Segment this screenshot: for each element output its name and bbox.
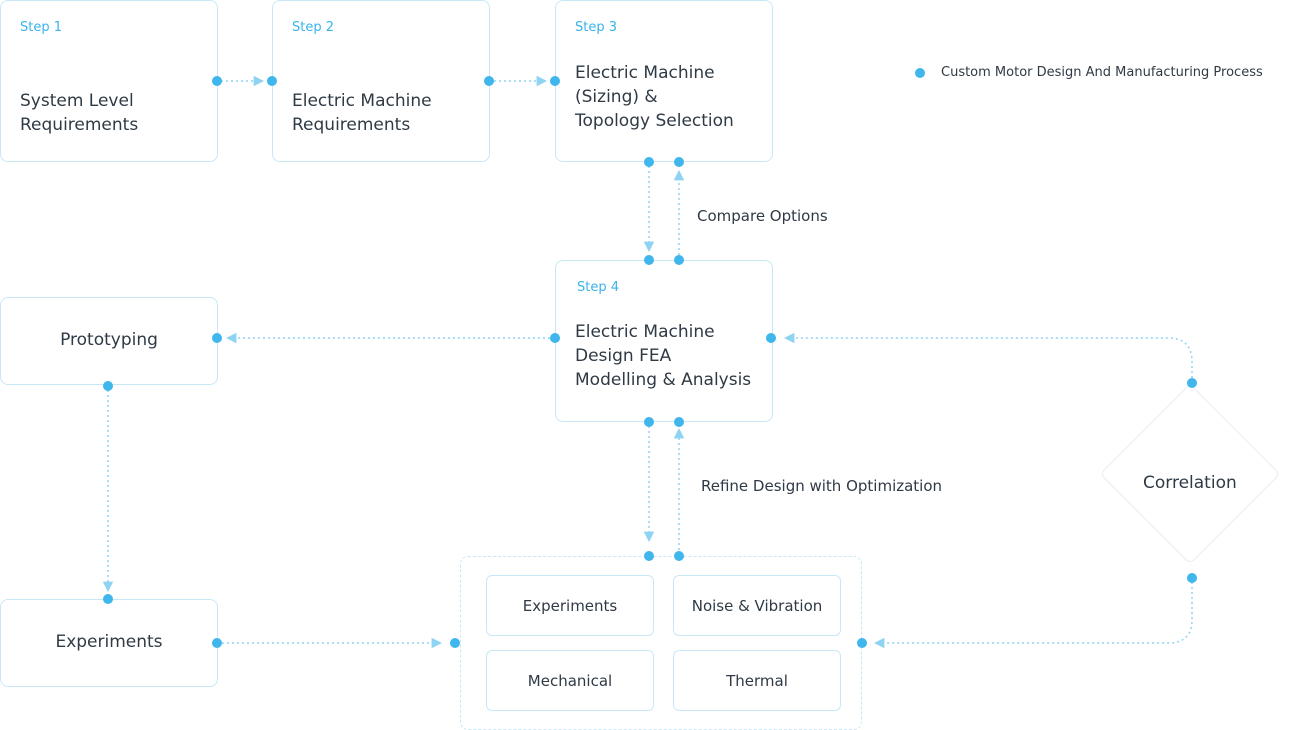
connector-dot bbox=[103, 594, 113, 604]
connector-dot bbox=[212, 76, 222, 86]
connector-dot bbox=[644, 551, 654, 561]
prototyping-box: Prototyping bbox=[0, 297, 218, 385]
legend-dot-icon bbox=[915, 67, 925, 78]
step1-label: Step 1 bbox=[20, 20, 63, 35]
analysis-experiments: Experiments bbox=[486, 575, 654, 636]
legend: Custom Motor Design And Manufacturing Pr… bbox=[915, 65, 1263, 80]
connector-dot bbox=[644, 157, 654, 167]
connector-dot bbox=[644, 417, 654, 427]
connector-dot bbox=[212, 638, 222, 648]
step4-title: Electric Machine Design FEA Modelling & … bbox=[575, 322, 752, 390]
connector-dot bbox=[212, 333, 222, 343]
prototyping-label: Prototyping bbox=[60, 330, 158, 350]
analysis-noise-vibration: Noise & Vibration bbox=[673, 575, 841, 636]
step2-title: Electric Machine Requirements bbox=[292, 91, 432, 135]
connector-dot bbox=[674, 255, 684, 265]
analysis-mechanical: Mechanical bbox=[486, 650, 654, 711]
step4-label: Step 4 bbox=[577, 280, 620, 295]
arrow-correlation-analysis bbox=[873, 582, 1193, 649]
step4-box: Step 4 Electric Machine Design FEA Model… bbox=[555, 260, 773, 422]
connector-dot bbox=[644, 255, 654, 265]
connector-dot bbox=[1187, 573, 1197, 583]
step1-box: Step 1 System Level Requirements bbox=[0, 0, 218, 162]
connector-dot bbox=[550, 76, 560, 86]
connector-dot bbox=[674, 157, 684, 167]
connector-dot bbox=[484, 76, 494, 86]
connector-dot bbox=[1187, 378, 1197, 388]
step2-label: Step 2 bbox=[292, 20, 335, 35]
connector-dot bbox=[857, 638, 867, 648]
step3-title: Electric Machine (Sizing) & Topology Sel… bbox=[575, 63, 734, 131]
step3-box: Step 3 Electric Machine (Sizing) & Topol… bbox=[555, 0, 773, 162]
experiments-box: Experiments bbox=[0, 599, 218, 687]
experiments-label: Experiments bbox=[55, 632, 163, 652]
connector-dot bbox=[267, 76, 277, 86]
correlation-label: Correlation bbox=[1143, 473, 1237, 493]
connector-dot bbox=[766, 333, 776, 343]
connector-dot bbox=[674, 551, 684, 561]
connector-dot bbox=[674, 417, 684, 427]
compare-options-label: Compare Options bbox=[697, 207, 828, 225]
analysis-thermal: Thermal bbox=[673, 650, 841, 711]
connector-dot bbox=[550, 333, 560, 343]
step3-label: Step 3 bbox=[575, 20, 618, 35]
connector-dot bbox=[450, 638, 460, 648]
legend-label: Custom Motor Design And Manufacturing Pr… bbox=[941, 65, 1263, 80]
step2-box: Step 2 Electric Machine Requirements bbox=[272, 0, 490, 162]
refine-design-label: Refine Design with Optimization bbox=[701, 477, 943, 495]
arrow-correlation-step4 bbox=[783, 332, 1193, 378]
connector-dot bbox=[103, 381, 113, 391]
step1-title: System Level Requirements bbox=[20, 91, 139, 135]
